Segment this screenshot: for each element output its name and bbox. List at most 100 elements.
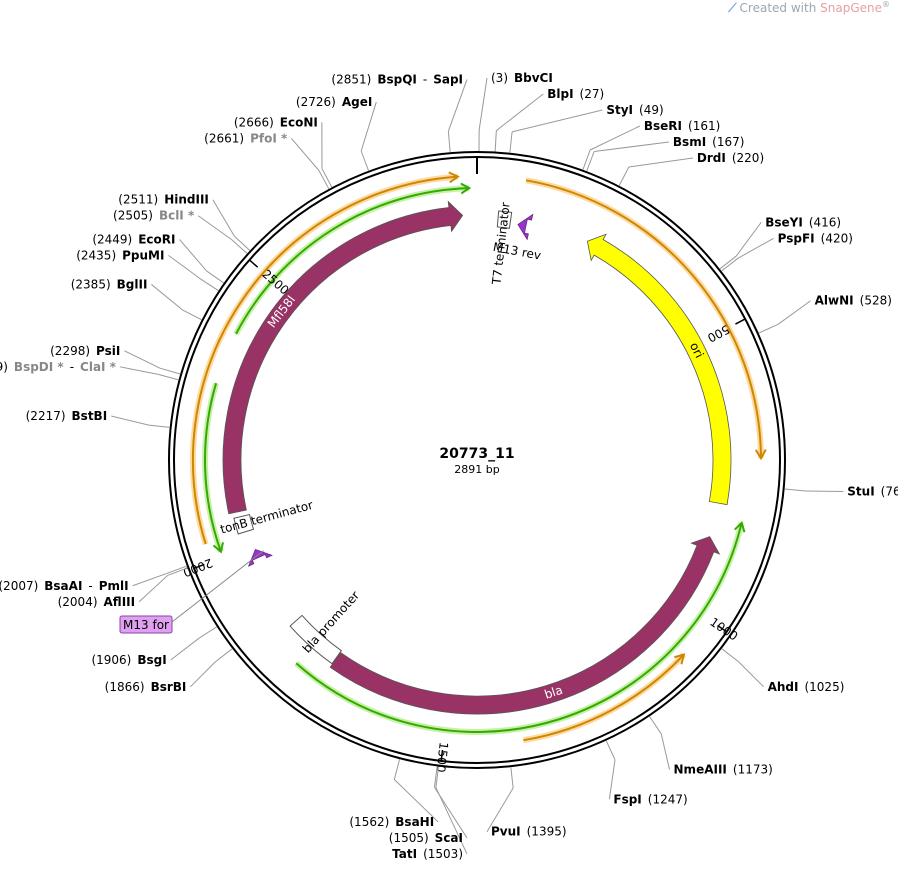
site-leader-outer — [197, 215, 232, 240]
restriction-site[interactable]: (2511) HindIII — [118, 193, 251, 251]
snapgene-watermark: ⟋Created with SnapGene® — [728, 0, 890, 16]
feature-t7-terminator[interactable] — [496, 210, 513, 229]
site-leader-inner — [435, 766, 439, 788]
restriction-site[interactable]: StuI (766) — [784, 484, 898, 498]
restriction-site[interactable]: (2217)BstBI — [26, 409, 170, 428]
site-position: (2004) — [58, 595, 98, 609]
site-label: (2449)EcoRI — [92, 232, 175, 246]
primer-m13-for[interactable] — [247, 548, 273, 567]
site-enzyme-name: NmeAIII — [674, 763, 727, 777]
site-enzyme-name: BspQI — [377, 72, 417, 86]
restriction-site[interactable]: BsmI(167) — [586, 135, 745, 172]
site-position: - — [70, 360, 74, 374]
backbone-outer-ring — [168, 151, 786, 769]
restriction-site[interactable]: AhdI(1025) — [721, 648, 845, 694]
restriction-site[interactable]: StyI(49) — [509, 103, 664, 153]
site-enzyme-name: StuI — [847, 484, 874, 498]
restriction-site[interactable]: BseRI(161) — [582, 119, 720, 170]
site-leader-inner — [182, 309, 202, 321]
site-enzyme-name: HindIII — [164, 193, 209, 207]
feature-mfl58i[interactable] — [222, 200, 464, 515]
restriction-site[interactable]: (2449)EcoRI — [92, 232, 225, 284]
restriction-site[interactable]: AlwNI(528) — [758, 294, 892, 334]
site-label: (2004)AflIII — [58, 595, 135, 609]
feature-ori[interactable] — [586, 233, 732, 506]
restriction-site[interactable]: (3)BbvCI — [478, 71, 553, 152]
site-label: StyI(49) — [606, 103, 663, 117]
restriction-site[interactable]: (2661)PfoI * — [204, 131, 330, 190]
restriction-site[interactable]: (2666)EcoNI — [234, 115, 333, 188]
feature-bla-promoter[interactable] — [289, 614, 343, 665]
site-leader-inner — [198, 626, 218, 639]
site-position: (416) — [809, 215, 841, 229]
restriction-site[interactable]: (2505)BclI * — [113, 209, 248, 254]
orf-arrow — [235, 187, 470, 335]
site-label: AhdI(1025) — [768, 680, 845, 694]
feature-tonb-terminator[interactable] — [233, 513, 255, 535]
restriction-site[interactable]: (1562)BsaHI — [349, 759, 439, 829]
site-label: (2726)AgeI — [296, 95, 372, 109]
site-label: (2298)PsiI — [50, 344, 120, 358]
site-leader-outer — [594, 141, 669, 152]
restriction-site[interactable]: (2004)AflIII — [58, 567, 188, 609]
restriction-site[interactable]: PspFI(420) — [721, 231, 853, 272]
site-position: (766) — [881, 484, 898, 498]
site-enzyme-name: AgeI — [342, 95, 372, 109]
site-leader-inner — [321, 168, 333, 188]
primer-m13-rev[interactable] — [517, 213, 534, 241]
site-label: (2289)BspDI *-ClaI * — [0, 360, 117, 374]
site-leader-outer — [628, 157, 693, 168]
site-leader-inner — [509, 131, 513, 153]
site-leader-outer — [478, 77, 488, 131]
site-leader-outer — [608, 759, 616, 800]
restriction-site[interactable]: (2726)AgeI — [296, 95, 377, 171]
site-leader-outer — [212, 199, 235, 237]
orf-arrowhead — [754, 449, 767, 461]
orf-arrowhead — [460, 182, 472, 195]
restriction-site[interactable]: DrdI(220) — [618, 151, 764, 186]
site-position: (2511) — [118, 193, 158, 207]
restriction-site[interactable]: (1906)BsgI — [91, 626, 218, 667]
site-enzyme-name: PsiI — [96, 344, 120, 358]
restriction-site[interactable]: BlpI(27) — [494, 87, 604, 152]
plasmid-size: 2891 bp — [454, 463, 499, 476]
orf-arrowhead — [212, 542, 224, 554]
primer-label-m13-for[interactable]: M13 for — [119, 550, 264, 634]
site-leader-inner — [393, 759, 401, 780]
restriction-site[interactable]: (1505)ScaI — [389, 766, 468, 845]
site-leader-inner — [206, 270, 225, 284]
restriction-site[interactable]: NmeAIII(1173) — [649, 716, 773, 777]
restriction-site[interactable]: (2289)BspDI *-ClaI * — [0, 360, 179, 381]
restriction-site[interactable]: (2298)PsiI — [50, 344, 181, 375]
site-enzyme-name: BsmI — [673, 135, 706, 149]
site-leader-outer — [360, 101, 377, 152]
restriction-site[interactable]: (1866)BsrBI — [105, 648, 233, 694]
site-leader-outer — [393, 779, 439, 823]
site-enzyme-name: BsaHI — [395, 815, 434, 829]
site-label: (2217)BstBI — [26, 409, 108, 423]
restriction-site[interactable]: (2435)PpuMI — [76, 248, 219, 292]
site-label: (2666)EcoNI — [234, 115, 318, 129]
site-position: (2505) — [113, 209, 153, 223]
restriction-site[interactable]: (2007)BsaAI-PmlI — [0, 565, 187, 593]
site-label: NmeAIII(1173) — [674, 763, 773, 777]
restriction-site[interactable]: FspI(1247) — [605, 740, 688, 807]
site-leader-outer — [660, 733, 671, 770]
ruler-tick — [193, 563, 205, 570]
feature-bla[interactable] — [329, 536, 721, 715]
restriction-site[interactable]: (2385)BglII — [71, 277, 202, 321]
site-enzyme-name: AhdI — [768, 680, 799, 694]
site-enzyme-name: ScaI — [435, 831, 463, 845]
site-leader-inner — [215, 648, 233, 662]
watermark-brand: SnapGene — [820, 1, 882, 15]
site-label: (2385)BglII — [71, 277, 148, 291]
restriction-site[interactable]: BseYI(416) — [719, 215, 841, 270]
restriction-site[interactable]: TatI(1503) — [392, 766, 468, 861]
site-label: (2505)BclI * — [113, 209, 195, 223]
site-position: (3) — [491, 71, 508, 85]
restriction-site[interactable]: (2851)BspQI-SapI — [331, 72, 468, 153]
site-enzyme-name: EcoRI — [138, 232, 175, 246]
site-leader-inner — [649, 716, 662, 735]
restriction-site[interactable]: PvuI(1395) — [486, 767, 567, 839]
site-enzyme-name: BsaAI — [44, 579, 82, 593]
